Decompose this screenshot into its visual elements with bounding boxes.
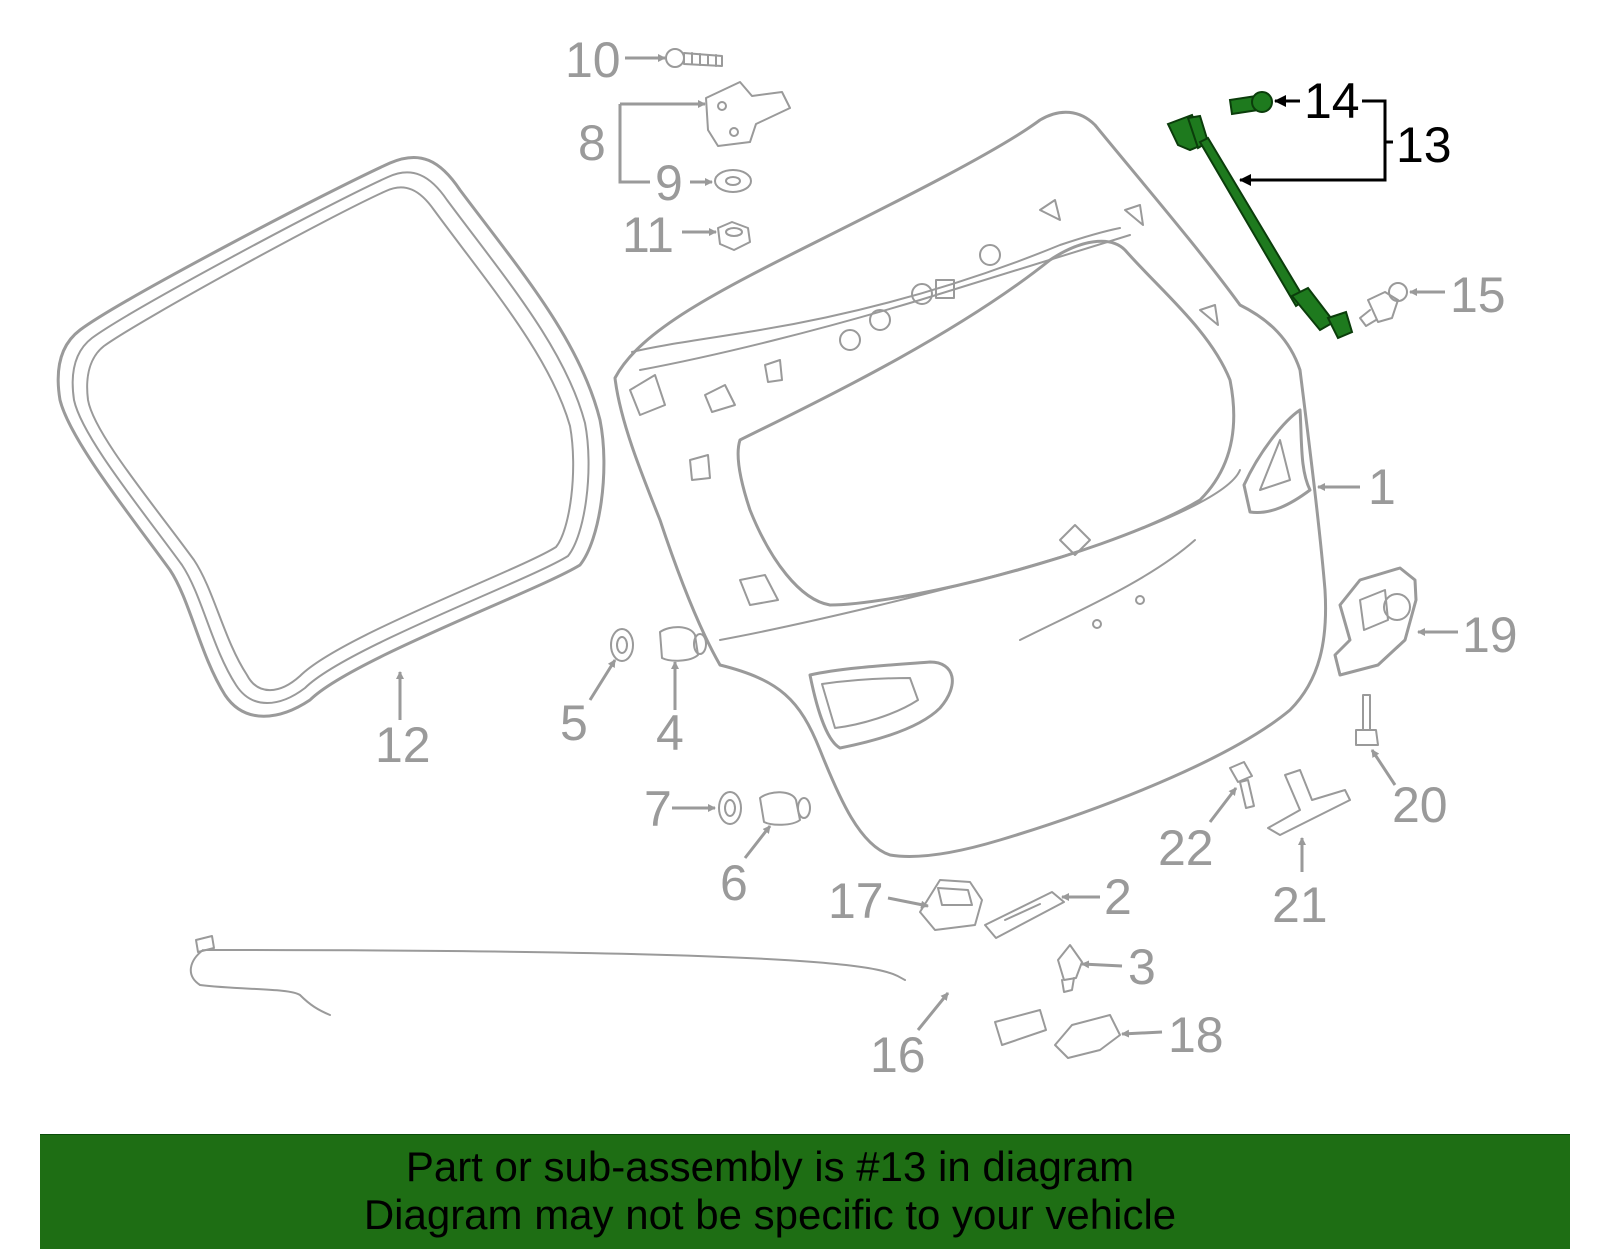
- bumper-4[interactable]: [659, 626, 707, 662]
- callout-9: 9: [655, 155, 683, 211]
- harness-cover[interactable]: [1054, 1014, 1121, 1059]
- callout-7: 7: [644, 781, 672, 837]
- callout-15: 15: [1450, 267, 1506, 323]
- striker[interactable]: [1267, 769, 1351, 836]
- weatherstrip-seal[interactable]: [56, 155, 606, 718]
- callout-21: 21: [1272, 877, 1328, 933]
- callout-18: 18: [1168, 1007, 1224, 1063]
- callout-3: 3: [1128, 939, 1156, 995]
- liftgate-hinge[interactable]: [705, 81, 791, 147]
- wiring-harness[interactable]: [189, 935, 1047, 1046]
- license-lamp[interactable]: [919, 879, 983, 931]
- lamp-bracket[interactable]: [984, 891, 1065, 939]
- striker-bolt[interactable]: [1229, 761, 1255, 809]
- strut-bolt[interactable]: [1228, 91, 1273, 116]
- liftgate-latch[interactable]: [1333, 566, 1418, 677]
- retainer-clip[interactable]: [1057, 944, 1083, 993]
- callout-11: 11: [622, 207, 674, 263]
- hinge-washer[interactable]: [714, 169, 752, 193]
- hinge-nut[interactable]: [717, 221, 751, 251]
- callout-2: 2: [1104, 869, 1132, 925]
- ball-stud[interactable]: [1359, 282, 1408, 327]
- callout-12: 12: [375, 717, 431, 773]
- lift-support-strut[interactable]: [1166, 113, 1354, 340]
- callout-8: 8: [578, 115, 606, 171]
- callout-6: 6: [720, 855, 748, 911]
- banner-line-1: Part or sub-assembly is #13 in diagram: [405, 1143, 1135, 1190]
- leader-lines: [396, 54, 1458, 1038]
- callout-16: 16: [870, 1027, 926, 1083]
- callout-13: 13: [1396, 117, 1452, 173]
- latch-screw[interactable]: [1355, 694, 1379, 746]
- callout-1: 1: [1368, 459, 1396, 515]
- liftgate-panel[interactable]: [613, 110, 1328, 858]
- callout-22: 22: [1158, 820, 1214, 876]
- callout-10: 10: [565, 32, 621, 88]
- hinge-bolt[interactable]: [665, 48, 723, 68]
- bumper-washer-5[interactable]: [610, 628, 634, 662]
- callout-14: 14: [1304, 73, 1360, 129]
- callout-17: 17: [828, 873, 884, 929]
- bumper-washer-7[interactable]: [718, 791, 742, 825]
- callout-5: 5: [560, 695, 588, 751]
- callout-20: 20: [1392, 777, 1448, 833]
- callout-4: 4: [656, 705, 684, 761]
- info-banner: Part or sub-assembly is #13 in diagram D…: [40, 1134, 1570, 1249]
- bumper-6[interactable]: [759, 791, 811, 826]
- banner-line-2: Diagram may not be specific to your vehi…: [363, 1191, 1177, 1238]
- parts-diagram: 1 2 3 4 5 6 7 8 9 10 11 12 13 14 15 16 1…: [56, 32, 1518, 1083]
- callout-labels: 1 2 3 4 5 6 7 8 9 10 11 12 13 14 15 16 1…: [375, 32, 1518, 1083]
- callout-19: 19: [1462, 607, 1518, 663]
